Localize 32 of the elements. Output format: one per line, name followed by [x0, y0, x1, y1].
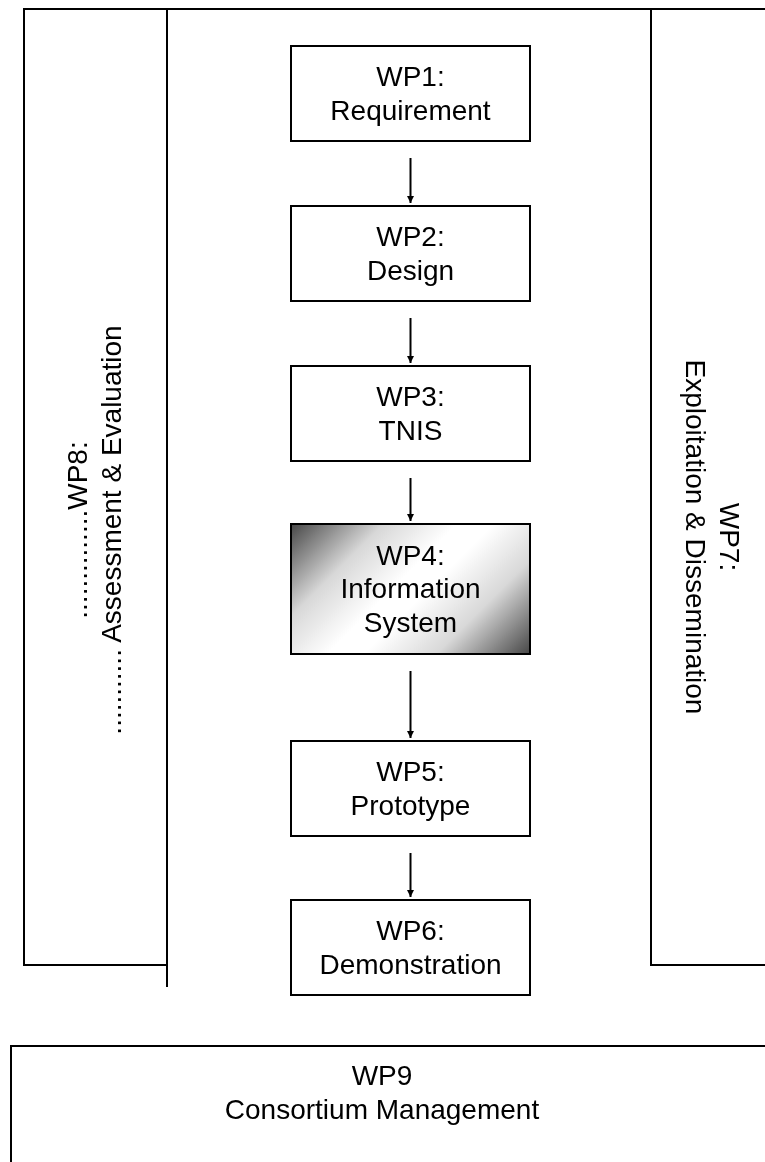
process-box	[290, 205, 531, 302]
box-label: WP5:	[376, 754, 445, 789]
process-box	[290, 899, 531, 996]
side-panel	[650, 8, 765, 966]
process-box	[290, 365, 531, 462]
box-label: Exploitation & Dissemination	[679, 359, 712, 715]
process-box	[290, 45, 531, 142]
box-label: Information System	[339, 572, 482, 640]
box-label: Consortium Management	[224, 1092, 540, 1127]
box-label: TNIS	[378, 413, 443, 448]
arrow	[407, 157, 414, 204]
box-label: WP6:	[376, 913, 445, 948]
process-box	[290, 740, 531, 837]
arrow	[407, 477, 414, 522]
box-label: WP9	[351, 1059, 413, 1093]
box-label: Requirement	[330, 93, 491, 128]
management-panel	[10, 1045, 765, 1162]
box-label: WP4:	[376, 538, 445, 573]
box-label: ..............WP8:	[61, 441, 95, 619]
box-label: Demonstration	[319, 947, 502, 982]
arrow	[407, 670, 414, 739]
box-label: WP2:	[376, 219, 445, 254]
box-label: Prototype	[350, 788, 471, 823]
side-panel	[23, 8, 168, 966]
box-label: WP7:	[712, 502, 746, 572]
box-label: WP1:	[376, 59, 445, 94]
box-label: WP3:	[376, 379, 445, 414]
arrow	[407, 317, 414, 364]
box-label: ........... Assessment & Evaluation	[95, 325, 128, 735]
highlighted-process-box	[290, 523, 531, 655]
box-label: Design	[366, 253, 455, 288]
arrow	[407, 852, 414, 898]
